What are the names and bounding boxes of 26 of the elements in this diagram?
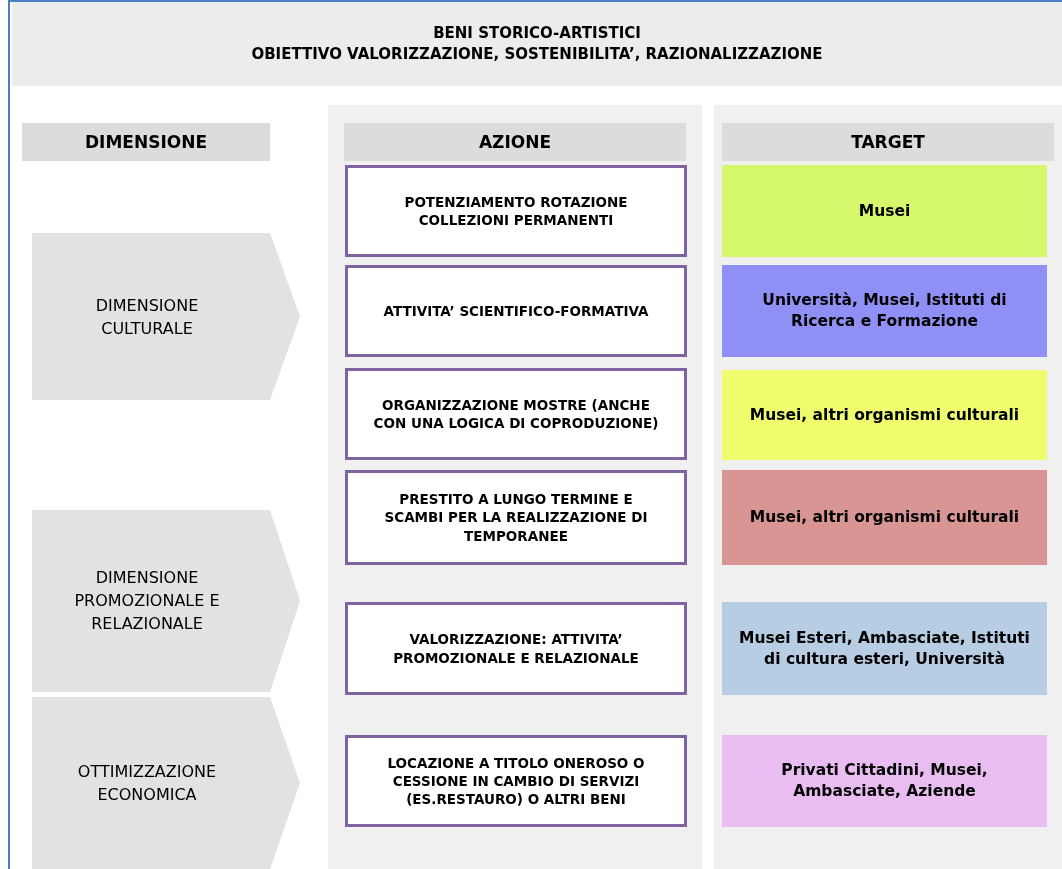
target-box: Musei, altri organismi culturali [722, 370, 1047, 460]
column-panel [328, 105, 702, 869]
action-box: LOCAZIONE A TITOLO ONEROSO O CESSIONE IN CAMBIO DI SERVIZI (ES.RESTAURO) O ALTRI BENI [345, 735, 687, 827]
target-box: Musei, altri organismi culturali [722, 470, 1047, 565]
column-header: AZIONE [344, 123, 686, 161]
chevron-arrow [32, 697, 300, 869]
dimension-label: OTTIMIZZAZIONE ECONOMICA [76, 760, 218, 806]
target-box: Università, Musei, Istituti di Ricerca e Formazione [722, 265, 1047, 357]
target-box: Privati Cittadini, Musei, Ambasciate, Aziende [722, 735, 1047, 827]
action-box: POTENZIAMENTO ROTAZIONE COLLEZIONI PERMANENTI [345, 165, 687, 257]
title-text: BENI STORICO-ARTISTICI [433, 23, 641, 44]
action-box: PRESTITO A LUNGO TERMINE E SCAMBI PER LA REALIZZAZIONE DI TEMPORANEE [345, 470, 687, 565]
chevron-arrow [32, 233, 300, 400]
action-box: VALORIZZAZIONE: ATTIVITA’ PROMOZIONALE E RELAZIONALE [345, 602, 687, 695]
title-band [12, 2, 1062, 86]
subtitle-text: OBIETTIVO VALORIZZAZIONE, SOSTENIBILITA’, RAZIONALIZZAZIONE [251, 44, 823, 65]
column-header: TARGET [722, 123, 1054, 161]
column-header: DIMENSIONE [22, 123, 270, 161]
column-panel [714, 105, 1062, 869]
action-box: ATTIVITA’ SCIENTIFICO-FORMATIVA [345, 265, 687, 357]
dimension-label: DIMENSIONE PROMOZIONALE E RELAZIONALE [73, 567, 221, 636]
chevron-arrow [32, 510, 300, 692]
target-box: Musei [722, 165, 1047, 257]
dimension-label: DIMENSIONE CULTURALE [94, 294, 200, 340]
target-box: Musei Esteri, Ambasciate, Istituti di cultura esteri, Università [722, 602, 1047, 695]
action-box: ORGANIZZAZIONE MOSTRE (ANCHE CON UNA LOGICA DI COPRODUZIONE) [345, 368, 687, 460]
